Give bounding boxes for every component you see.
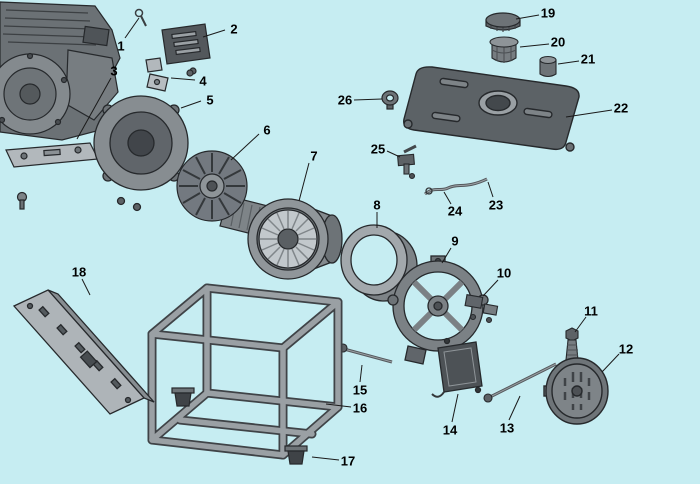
small-bracket — [146, 69, 194, 92]
part-label-24: 24 — [448, 204, 463, 219]
part-labels: 1234567891011121314151617181920212223242… — [72, 6, 633, 469]
part-label-16: 16 — [353, 401, 367, 416]
leader-line-12 — [601, 353, 620, 373]
part-label-17: 17 — [341, 454, 355, 469]
grommet — [381, 90, 399, 110]
part-label-1: 1 — [117, 39, 124, 54]
fuel-line — [424, 177, 488, 196]
leader-line-18 — [81, 278, 91, 296]
part-label-10: 10 — [497, 266, 511, 281]
tube-frame — [147, 283, 343, 460]
mount-bolt — [565, 327, 579, 361]
leader-line-2 — [202, 29, 226, 38]
leader-line-24 — [443, 191, 452, 205]
part-label-26: 26 — [338, 93, 352, 108]
through-bolt — [483, 362, 557, 403]
brush-assembly — [464, 294, 499, 324]
mount-bar — [5, 142, 99, 210]
leader-line-22 — [565, 109, 613, 118]
fuel-tank — [403, 66, 580, 152]
leader-line-17 — [311, 456, 340, 461]
part-label-11: 11 — [584, 304, 598, 319]
control-panel-plate — [145, 23, 211, 75]
leader-line-21 — [557, 60, 580, 65]
leader-line-3 — [76, 77, 112, 140]
leader-line-14 — [451, 393, 459, 423]
part-label-18: 18 — [72, 265, 86, 280]
leader-line-7 — [298, 162, 310, 202]
stator — [247, 198, 343, 280]
part-label-25: 25 — [371, 142, 385, 157]
part-label-12: 12 — [619, 342, 633, 357]
leader-line-19 — [515, 14, 540, 20]
part-label-21: 21 — [581, 52, 595, 67]
avr-module — [431, 337, 483, 398]
leader-line-26 — [353, 98, 383, 101]
rubber-foot-attached — [171, 387, 195, 407]
end-cover — [543, 357, 609, 425]
part-label-8: 8 — [373, 198, 380, 213]
leader-line-20 — [519, 43, 550, 48]
leader-line-6 — [230, 133, 260, 161]
fuel-cap — [485, 12, 521, 32]
leader-line-13 — [508, 395, 521, 421]
part-label-13: 13 — [500, 421, 514, 436]
part-label-15: 15 — [353, 383, 367, 398]
leader-line-16 — [325, 403, 352, 408]
fuel-filter — [489, 36, 519, 63]
part-label-4: 4 — [199, 74, 207, 89]
part-label-20: 20 — [551, 35, 565, 50]
leader-line-10 — [482, 279, 499, 297]
part-label-3: 3 — [110, 64, 117, 79]
side-panel — [12, 289, 155, 415]
leader-line-1 — [124, 17, 140, 39]
bushing — [539, 55, 557, 78]
part-label-23: 23 — [489, 198, 503, 213]
part-label-6: 6 — [263, 123, 270, 138]
leader-line-5 — [180, 100, 202, 109]
leader-line-23 — [487, 181, 494, 198]
leader-line-15 — [359, 364, 363, 383]
part-label-7: 7 — [310, 149, 317, 164]
part-label-5: 5 — [206, 93, 213, 108]
leader-line-4 — [170, 77, 196, 81]
leader-line-25 — [386, 150, 401, 158]
fuel-valve — [396, 144, 417, 180]
blower-housing — [93, 95, 189, 212]
leader-line-9 — [441, 247, 452, 264]
part-label-22: 22 — [614, 101, 628, 116]
part-label-14: 14 — [443, 423, 458, 438]
leader-line-11 — [574, 316, 587, 333]
engine-assembly — [0, 1, 121, 141]
part-label-2: 2 — [230, 22, 237, 37]
rubber-foot — [284, 445, 308, 465]
cotter-pin — [134, 8, 147, 27]
part-label-9: 9 — [451, 234, 458, 249]
part-label-19: 19 — [541, 6, 555, 21]
long-bolt — [338, 343, 393, 364]
